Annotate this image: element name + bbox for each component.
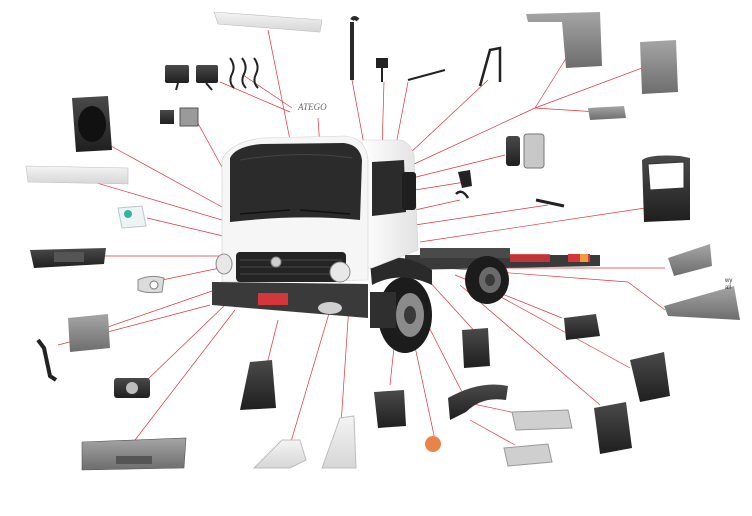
part-fan-shroud[interactable] [72, 96, 112, 152]
leader-sunvisor [267, 29, 294, 156]
part-step-panel[interactable] [462, 328, 490, 368]
part-antenna-rod[interactable] [407, 69, 446, 81]
leader-headlamp [161, 267, 221, 281]
leader-bumper [134, 309, 236, 441]
part-mudflap-bracket-left[interactable] [252, 439, 307, 469]
part-mudflap-bracket-right[interactable] [321, 415, 357, 469]
fog-lamp [318, 302, 342, 314]
license-plate [258, 293, 288, 305]
rear-wheel [465, 256, 509, 304]
side-window [372, 160, 406, 216]
part-rear-mudguard[interactable] [630, 352, 670, 402]
part-front-bumper[interactable] [81, 437, 187, 471]
part-front-grille[interactable] [30, 248, 106, 268]
leader-antenna [381, 81, 385, 151]
leader-roof-pipe [351, 79, 366, 151]
grille-star [270, 256, 282, 268]
part-step-rail[interactable] [36, 338, 58, 382]
part-reflector-cap[interactable] [425, 436, 441, 452]
part-cab-door[interactable] [642, 155, 690, 223]
truck-badge: ATEGO [297, 102, 327, 112]
part-headlamp[interactable] [137, 275, 165, 294]
part-step-plate-lower[interactable] [503, 443, 553, 467]
cab-mirror [402, 172, 416, 210]
leader-fog-lamp [146, 304, 226, 381]
part-corner-panel[interactable] [68, 314, 110, 352]
part-sun-visor[interactable] [213, 11, 323, 33]
part-step-bracket[interactable] [240, 360, 276, 410]
leader-mirror-glass [411, 154, 506, 179]
front-mudguard [370, 257, 432, 285]
part-rear-mudguard-lower[interactable] [594, 402, 632, 454]
leader-fan-shroud [99, 139, 243, 219]
leader-step-panel [427, 279, 479, 336]
leader-corner-panel [104, 289, 216, 329]
chassis-tail-lamp [510, 254, 550, 262]
side-step-box [370, 292, 396, 328]
part-step-plate-upper[interactable] [511, 409, 573, 431]
leader-handle [414, 204, 549, 226]
part-step-lower[interactable] [374, 390, 406, 428]
part-cab-side-panel-upper[interactable] [526, 12, 602, 68]
headlamp-left [215, 253, 233, 275]
wiper-left [239, 209, 291, 215]
part-battery-box[interactable] [564, 314, 600, 340]
part-roof-antenna[interactable] [376, 58, 388, 82]
part-side-mirror-glass[interactable] [506, 133, 545, 169]
leader-mudflap-left [289, 309, 331, 446]
wiper-right [299, 209, 351, 215]
part-cab-trim-strip[interactable] [588, 106, 626, 120]
part-washer-reservoir[interactable] [117, 205, 147, 229]
headlamp-right [329, 261, 351, 283]
part-small-mirrors[interactable] [160, 107, 199, 127]
leader-mirror-arm [407, 79, 489, 156]
part-corner-cover[interactable] [668, 244, 712, 276]
part-tail-lamp[interactable] [568, 254, 590, 262]
part-clip[interactable] [455, 190, 470, 199]
part-door-handle[interactable] [535, 198, 565, 208]
leader-mirror-set [219, 81, 291, 113]
part-side-skirt[interactable] [664, 286, 740, 320]
part-mirror-pair[interactable] [165, 65, 218, 91]
leader-side-panels [411, 107, 536, 166]
part-cab-side-panel-mid[interactable] [640, 40, 678, 94]
truck-illustration: ATEGO [212, 16, 600, 353]
leader-door [419, 207, 646, 243]
windshield [230, 143, 362, 222]
part-small-bracket[interactable] [458, 170, 472, 188]
front-bumper [212, 282, 368, 318]
part-fender-extension[interactable] [448, 384, 508, 421]
part-wire-clips[interactable] [229, 57, 259, 89]
chassis-frame [405, 255, 600, 270]
chassis-crossmember [420, 248, 510, 258]
part-mirror-arm[interactable] [478, 46, 502, 87]
part-fog-lamp-housing[interactable] [114, 378, 150, 398]
part-wiper-cover-panel[interactable] [25, 165, 129, 185]
